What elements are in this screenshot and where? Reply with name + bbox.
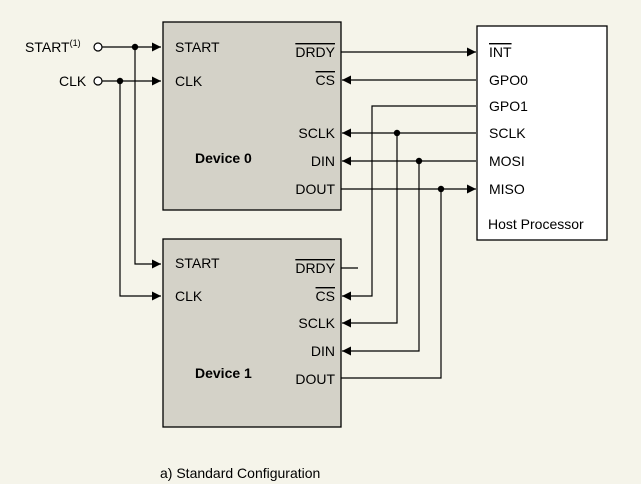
figure-caption: a) Standard Configuration xyxy=(160,465,320,481)
clk-input-label: CLK xyxy=(59,73,87,89)
host-int-pin: INT xyxy=(489,44,512,60)
host-sclk-pin: SCLK xyxy=(489,125,526,141)
gpo1-cs1-wire xyxy=(342,105,476,301)
start-junction xyxy=(131,43,139,51)
host-name: Host Processor xyxy=(488,216,584,232)
device1-name: Device 1 xyxy=(195,365,252,381)
device1-drdy-pin: DRDY xyxy=(295,260,335,276)
mosi-junction xyxy=(415,157,423,165)
device0-drdy-pin: DRDY xyxy=(295,44,335,60)
start-terminal xyxy=(93,42,103,52)
device0-clk-pin: CLK xyxy=(175,73,203,89)
device0-name: Device 0 xyxy=(195,150,252,166)
miso-junction xyxy=(437,185,445,193)
host-mosi-pin: MOSI xyxy=(489,153,525,169)
device1-dout-pin: DOUT xyxy=(295,371,335,387)
device0-cs-pin: CS xyxy=(316,72,335,88)
device1-clk-pin: CLK xyxy=(175,288,203,304)
clk-net xyxy=(102,76,161,301)
host-block xyxy=(476,25,608,241)
host-gpo0-pin: GPO0 xyxy=(489,72,528,88)
clk-junction xyxy=(116,77,124,85)
sclk-junction xyxy=(393,129,401,137)
device0-din-pin: DIN xyxy=(311,153,335,169)
mosi-net xyxy=(342,156,476,356)
start-net xyxy=(102,42,161,269)
clk-terminal xyxy=(93,76,103,86)
sclk-net xyxy=(342,128,476,328)
miso-net xyxy=(341,184,476,379)
device1-din-pin: DIN xyxy=(311,343,335,359)
device0-dout-pin: DOUT xyxy=(295,181,335,197)
device1-cs-pin: CS xyxy=(316,288,335,304)
device1-start-pin: START xyxy=(175,255,220,271)
device1-sclk-pin: SCLK xyxy=(298,315,335,331)
host-miso-pin: MISO xyxy=(489,181,525,197)
device0-start-pin: START xyxy=(175,39,220,55)
device0-sclk-pin: SCLK xyxy=(298,125,335,141)
device1-block xyxy=(162,238,342,428)
host-gpo1-pin: GPO1 xyxy=(489,98,528,114)
device0-block xyxy=(162,21,342,211)
start-input-label: START(1) xyxy=(25,38,81,55)
